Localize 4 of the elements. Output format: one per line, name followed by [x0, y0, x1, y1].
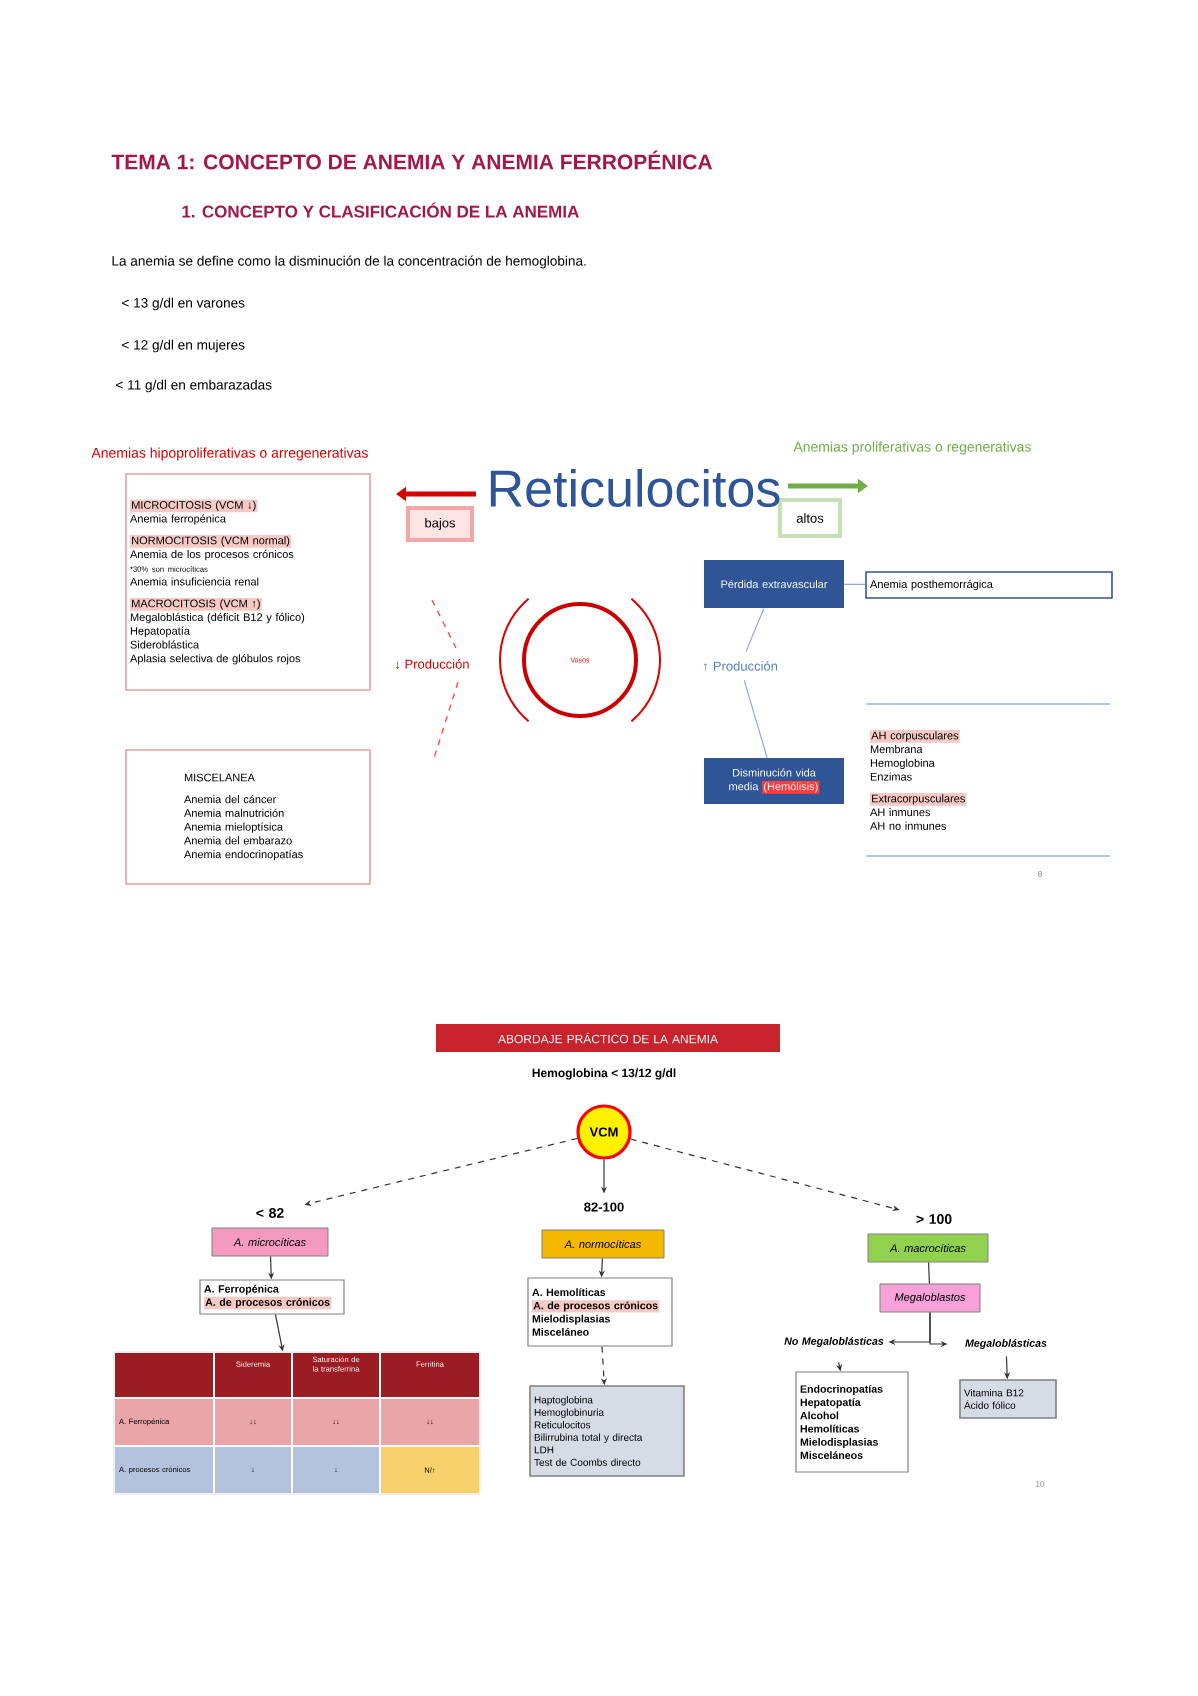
table-border	[113, 1351, 481, 1495]
page-title: TEMA 1: CONCEPTO DE ANEMIA Y ANEMIA FERROPÉNICA	[111, 150, 713, 170]
section-heading: 1. CONCEPTO Y CLASIFICACIÓN DE LA ANEMIA	[182, 202, 579, 218]
big-heading: Reticulocitos	[490, 468, 780, 508]
